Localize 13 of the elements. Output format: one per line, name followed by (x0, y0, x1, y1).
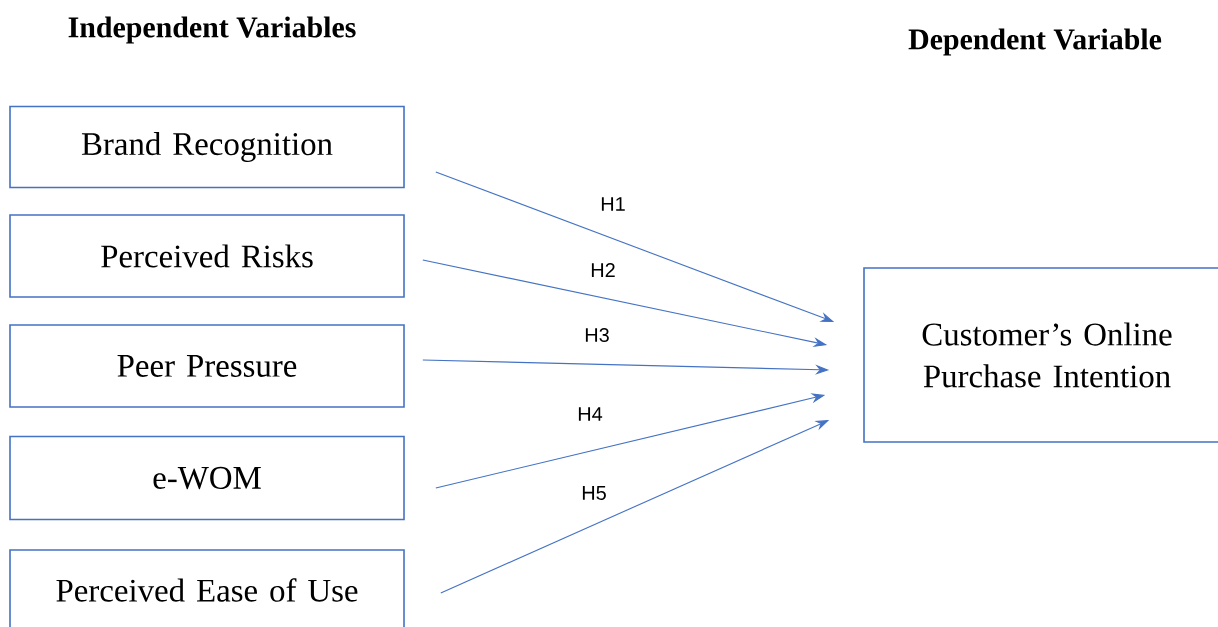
variable-box: Peer Pressure (9, 324, 405, 408)
edge-label: H4 (578, 407, 603, 421)
variable-box: Perceived Ease of Use (9, 549, 405, 627)
column-heading: Dependent Variable (908, 28, 1162, 56)
variable-box: Brand Recognition (9, 105, 405, 189)
column-heading: Independent Variables (68, 16, 356, 44)
edge-label: H2 (591, 263, 615, 277)
variable-box: e-WOM (9, 435, 405, 521)
variable-box: Customer’s Online Purchase Intention (863, 267, 1218, 443)
edge-label: H5 (582, 486, 606, 500)
edge-label: H3 (585, 327, 609, 343)
variable-box: Perceived Risks (9, 214, 405, 298)
edge-label: H1 (601, 197, 625, 211)
